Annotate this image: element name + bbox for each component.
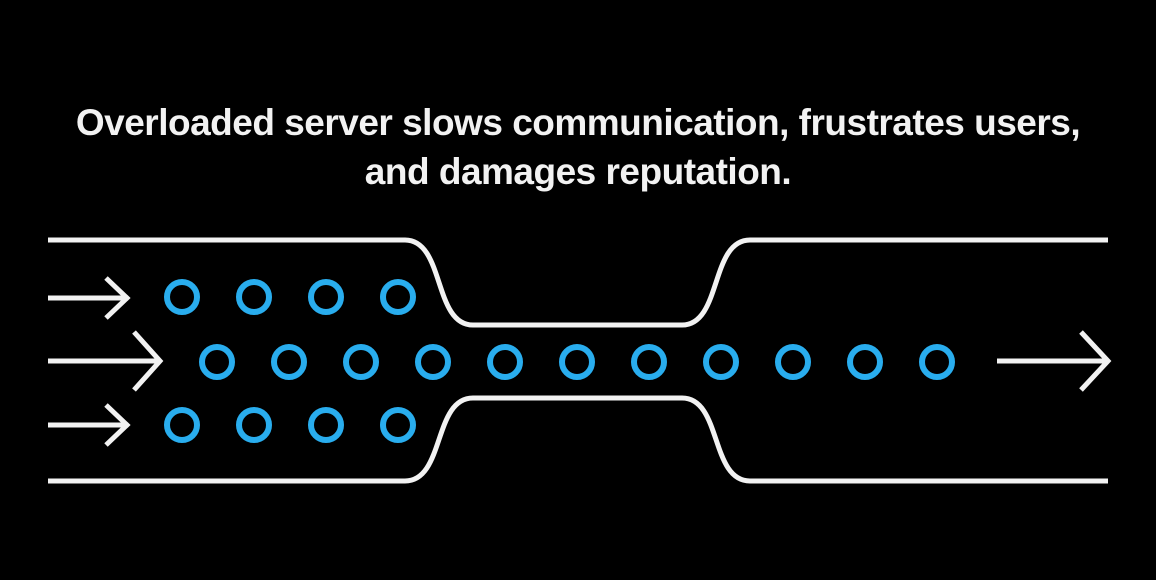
packet-row-top-packet-4 <box>380 279 416 315</box>
inflow-arrow-1-head <box>104 276 131 320</box>
packet-row-middle-packet-10 <box>847 344 883 380</box>
packet-row-top-packet-1 <box>164 279 200 315</box>
outflow-arrow-head <box>1079 330 1112 392</box>
title-line-2: and damages reputation. <box>364 151 792 192</box>
packet-row-bottom-packet-3 <box>308 407 344 443</box>
packet-row-middle-packet-9 <box>775 344 811 380</box>
slide-title: Overloaded server slows communication, f… <box>0 98 1156 196</box>
packet-row-middle-packet-1 <box>199 344 235 380</box>
packet-row-middle-packet-2 <box>271 344 307 380</box>
packet-row-middle-packet-7 <box>631 344 667 380</box>
packet-row-bottom-packet-2 <box>236 407 272 443</box>
packet-row-bottom-packet-1 <box>164 407 200 443</box>
packet-row-bottom-packet-4 <box>380 407 416 443</box>
title-line-1: Overloaded server slows communication, f… <box>75 102 1081 143</box>
packet-row-top-packet-3 <box>308 279 344 315</box>
packet-row-middle-packet-3 <box>343 344 379 380</box>
pipe-top-boundary <box>48 237 1108 328</box>
packet-row-middle-packet-5 <box>487 344 523 380</box>
packet-row-top-packet-2 <box>236 279 272 315</box>
pipe-bottom-boundary <box>48 395 1108 484</box>
packet-row-middle-packet-8 <box>703 344 739 380</box>
inflow-arrow-2-head <box>132 330 164 392</box>
packet-row-middle-packet-6 <box>559 344 595 380</box>
packet-row-middle-packet-4 <box>415 344 451 380</box>
packet-row-middle-packet-11 <box>919 344 955 380</box>
inflow-arrow-3-head <box>104 403 131 447</box>
